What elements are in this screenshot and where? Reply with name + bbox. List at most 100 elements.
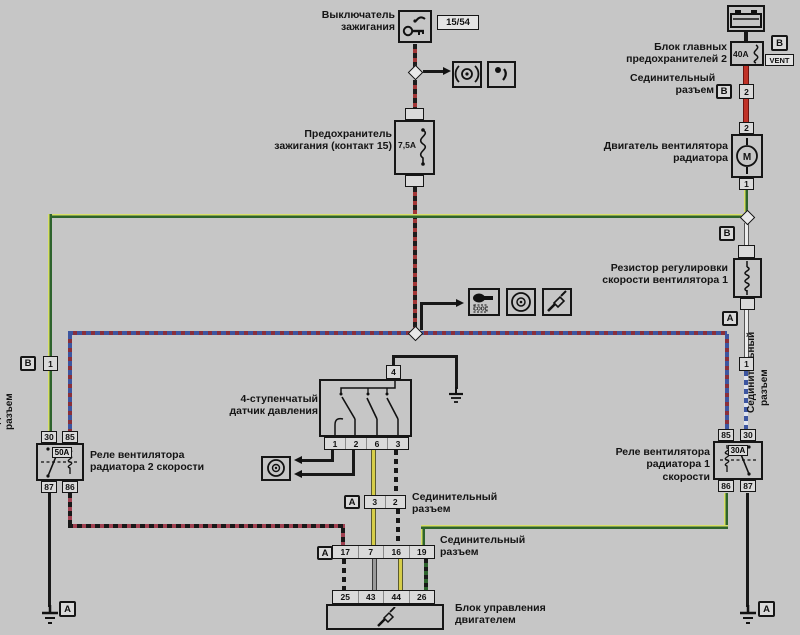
relay2-pin-87: 87: [41, 481, 57, 493]
ecu-pin-strip: 25 43 44 26: [332, 590, 435, 604]
wire-bluewhite-to-relay1-30: [744, 371, 748, 430]
wire-sensor-pin4-v1: [392, 355, 395, 367]
connector-top-right-label: Сединительный разъем: [630, 72, 716, 97]
wire-sensor-pin1-v: [331, 450, 334, 461]
relay2-fuse-value: 50A: [52, 447, 72, 458]
wire-bluered-to-relay1-85: [725, 334, 729, 430]
indicator-ref-box: [487, 61, 516, 88]
sensor-pin-1: 1: [332, 438, 338, 449]
resistor-label: Резистор регулировки скорости вентилятор…: [598, 262, 728, 287]
wire-arrow-top: [423, 70, 445, 73]
connector-right-side-label-line2: разъем: [759, 369, 770, 406]
ignition-switch-label-line1: Выключатель: [321, 9, 395, 21]
wire-sensor-pin1-h: [302, 459, 334, 462]
main-fuse-label-line1: Блок главных: [654, 41, 727, 53]
ground-icon-right: [740, 605, 756, 624]
wire-ignition-feed-1: [413, 44, 417, 67]
ecu-pin-26: 26: [408, 591, 435, 603]
connector-right-side-pin-1: 1: [739, 357, 754, 371]
wire-pin19-to-26: [424, 559, 428, 591]
relay1-label-line2: радиатора 1 скорости: [646, 458, 710, 483]
wire-sensor-pin2-h: [302, 473, 355, 476]
ecu-pin-44: 44: [383, 591, 409, 603]
connector-top-right-tag-b: B: [716, 84, 732, 99]
connector-top-right-pin-2: 2: [739, 84, 754, 99]
resistor-tag-b: B: [719, 226, 735, 241]
ignition-fuse-pin-bottom: [405, 175, 424, 187]
main-fuse-tag-b: B: [771, 35, 788, 51]
wire-yellow-sensor-6: [371, 450, 376, 496]
ecu-box: [326, 604, 444, 630]
wire-relay2-86-to-pin17: [341, 528, 345, 546]
fan-motor-label: Двигатель вентилятора радиатора: [600, 140, 728, 165]
relay2-ground-tag-a: A: [59, 601, 76, 617]
junction-diamond-right: [739, 209, 756, 226]
connector-top-right-label-line1: Сединительный: [630, 72, 716, 84]
wire-relay2-86-horizontal: [68, 524, 345, 528]
wire-relay2-86-down: [68, 493, 72, 525]
battery-icon: [730, 10, 762, 28]
connector-mid-label-line1: Сединительный: [412, 491, 498, 503]
wire-sensor-pin4-v2: [455, 355, 458, 389]
coolant-key-icon: COOL: [473, 293, 493, 313]
vent-tag: VENT: [765, 54, 794, 66]
motor-icon: M: [736, 138, 758, 174]
ignition-key-icon: [402, 16, 426, 37]
pressure-sensor-label: 4-ступенчатый датчик давления: [228, 393, 319, 418]
connector-low-tag-a: A: [317, 546, 333, 560]
wire-green-left-vertical: [48, 214, 52, 357]
connector-mid-label-line2: разъем: [412, 503, 451, 516]
connector-left-side-tag-b: B: [20, 356, 36, 371]
wire-blackdash-to-pin16: [396, 509, 400, 546]
ground-icon-sensor: [449, 387, 463, 403]
wire-battery-fuse: [744, 32, 748, 41]
connector-left-side-pin-1: 1: [43, 356, 58, 371]
connector-left-side-label-line2: разъем: [4, 393, 15, 430]
ignition-switch-label: Выключатель зажигания: [300, 9, 395, 34]
ignition-fuse-value: 7,5A: [398, 140, 416, 150]
junction-diamond-top: [407, 64, 424, 81]
ignition-switch-box: [398, 10, 432, 43]
wire-arrow-mid-v: [420, 302, 423, 330]
relay2-pin-85: 85: [62, 431, 78, 443]
wire-green-motor-return: [744, 190, 748, 212]
connector-mid-pin-3: 3: [372, 497, 378, 507]
ignition-fuse-label: Предохранитель зажигания (контакт 15): [240, 128, 392, 153]
ecu-label-line1: Блок управления: [455, 602, 546, 614]
connector-right-side-label-line1: Сединительный: [746, 331, 757, 413]
pressure-sensor-label-line2: датчик давления: [229, 405, 319, 418]
pressure-sensor-pin-4: 4: [386, 365, 401, 379]
ecu-label-line2: двигателем: [455, 614, 516, 627]
main-fuse-box: 40A: [730, 41, 764, 66]
relay1-box: 30A: [713, 441, 763, 480]
wire-white-resistor-top: [744, 223, 749, 246]
main-fuse-value: 40A: [733, 49, 749, 59]
connector-low-pin-16: 16: [383, 546, 409, 558]
ecu-label: Блок управления двигателем: [455, 602, 555, 627]
relay1-label: Реле вентилятора радиатора 1 скорости: [596, 446, 710, 483]
arrowhead-mid: [456, 299, 464, 307]
wire-bluered-to-relay2-85: [68, 334, 72, 432]
arrowhead-pin2: [294, 470, 302, 478]
connector-low-pin-19: 19: [408, 546, 435, 558]
battery-box: [727, 5, 765, 32]
relay2-pin-30: 30: [41, 431, 57, 443]
wire-relay2-87-ground: [48, 493, 51, 607]
ignition-fuse-pin-top: [405, 108, 424, 120]
connector-low-label-line1: Сединительный: [440, 534, 526, 546]
wire-pin17-to-25: [342, 559, 346, 591]
sensor-pin-2: 2: [345, 438, 366, 449]
connector-mid-tag-a: A: [344, 495, 360, 509]
wire-relay1-86-to-pin19: [421, 529, 425, 546]
wire-white-resistor-bottom: [744, 310, 749, 358]
cool-label: COOL: [473, 307, 487, 313]
ground-icon-left: [42, 605, 58, 624]
resistor-tag-a: A: [722, 311, 738, 326]
relay2-label-line2: радиатора 2 скорости: [90, 461, 205, 474]
main-fuse-label-line2: предохранителей 2: [626, 53, 727, 66]
relay1-fuse-value: 30A: [728, 445, 748, 456]
compressor-ref-box: [506, 288, 536, 316]
wire-relay1-86-horizontal: [421, 525, 728, 529]
wire-green-main-horizontal: [48, 214, 745, 218]
wire-ignition-feed-2: [413, 80, 417, 109]
